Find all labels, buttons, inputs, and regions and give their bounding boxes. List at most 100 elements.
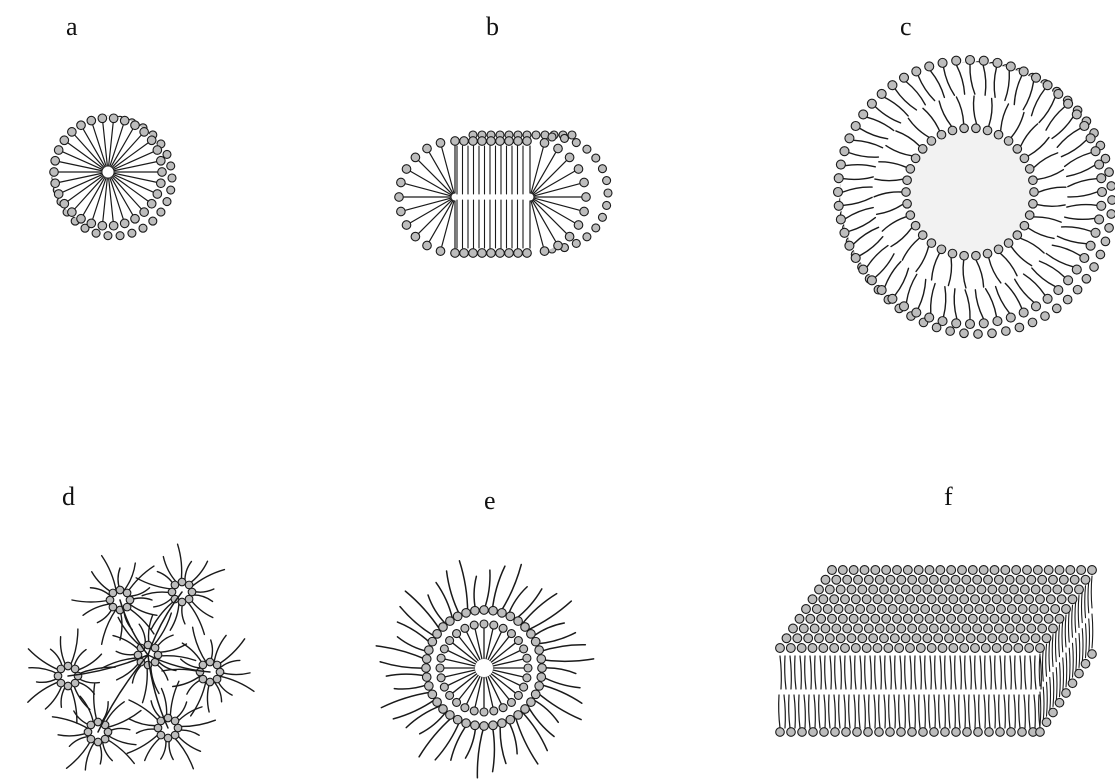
tail-line bbox=[1024, 695, 1025, 728]
headgroup-icon bbox=[1088, 566, 1097, 575]
headgroup-icon bbox=[990, 566, 999, 575]
headgroup-icon bbox=[802, 605, 811, 614]
headgroup-icon bbox=[966, 320, 975, 329]
headgroup-icon bbox=[830, 595, 839, 604]
headgroup-icon bbox=[1091, 147, 1100, 156]
headgroup-icon bbox=[1043, 294, 1052, 303]
headgroup-icon bbox=[789, 624, 798, 633]
headgroup-icon bbox=[984, 624, 993, 633]
tail-line bbox=[1020, 656, 1021, 689]
headgroup-icon bbox=[927, 644, 936, 653]
tail-line bbox=[185, 561, 192, 582]
headgroup-icon bbox=[51, 156, 60, 165]
headgroup-icon bbox=[1003, 595, 1012, 604]
headgroup-icon bbox=[854, 575, 863, 584]
tail-line bbox=[381, 692, 431, 708]
tail-line bbox=[814, 695, 815, 728]
headgroup-icon bbox=[84, 728, 92, 736]
headgroup-icon bbox=[934, 585, 943, 594]
headgroup-icon bbox=[439, 705, 448, 714]
headgroup-icon bbox=[815, 585, 824, 594]
headgroup-icon bbox=[440, 645, 448, 653]
headgroup-icon bbox=[869, 585, 878, 594]
tail-line bbox=[794, 695, 795, 728]
headgroup-icon bbox=[505, 137, 514, 146]
tail-line bbox=[784, 695, 785, 728]
headgroup-icon bbox=[906, 595, 915, 604]
headgroup-icon bbox=[535, 646, 544, 655]
headgroup-icon bbox=[963, 728, 972, 737]
headgroup-icon bbox=[71, 665, 79, 673]
headgroup-icon bbox=[821, 624, 830, 633]
headgroup-icon bbox=[440, 683, 448, 691]
headgroup-icon bbox=[164, 734, 172, 742]
headgroup-icon bbox=[514, 249, 523, 258]
headgroup-icon bbox=[946, 327, 955, 336]
headgroup-icon bbox=[460, 137, 469, 146]
tail-line bbox=[1089, 619, 1090, 653]
tail-line bbox=[884, 695, 885, 728]
headgroup-icon bbox=[919, 728, 928, 737]
tail-line bbox=[830, 656, 831, 689]
headgroup-icon bbox=[1055, 614, 1064, 623]
tail-line bbox=[949, 695, 950, 728]
headgroup-icon bbox=[912, 585, 921, 594]
tail-line bbox=[1046, 644, 1047, 676]
headgroup-icon bbox=[952, 319, 961, 328]
headgroup-icon bbox=[433, 698, 442, 707]
headgroup-icon bbox=[899, 605, 908, 614]
headgroup-icon bbox=[1007, 728, 1016, 737]
headgroup-icon bbox=[851, 644, 860, 653]
headgroup-icon bbox=[147, 199, 156, 208]
tail-line bbox=[899, 695, 900, 728]
tail-line bbox=[959, 695, 960, 728]
headgroup-icon bbox=[842, 728, 851, 737]
headgroup-icon bbox=[120, 219, 129, 228]
headgroup-icon bbox=[498, 719, 507, 728]
headgroup-icon bbox=[603, 201, 611, 209]
tail-line bbox=[83, 604, 111, 615]
headgroup-icon bbox=[906, 211, 915, 220]
headgroup-icon bbox=[524, 664, 532, 672]
headgroup-icon bbox=[806, 614, 815, 623]
headgroup-icon bbox=[422, 673, 431, 682]
headgroup-icon bbox=[1062, 605, 1071, 614]
tail-line bbox=[1069, 610, 1070, 642]
headgroup-icon bbox=[938, 58, 947, 67]
headgroup-icon bbox=[206, 658, 214, 666]
headgroup-icon bbox=[206, 678, 214, 686]
headgroup-icon bbox=[1095, 215, 1104, 224]
tail-line bbox=[1053, 673, 1054, 707]
headgroup-icon bbox=[1003, 644, 1012, 653]
headgroup-icon bbox=[993, 317, 1002, 326]
headgroup-icon bbox=[893, 614, 902, 623]
headgroup-icon bbox=[903, 614, 912, 623]
tail-line bbox=[859, 695, 860, 728]
headgroup-icon bbox=[157, 156, 166, 165]
headgroup-icon bbox=[77, 214, 86, 223]
headgroup-icon bbox=[1068, 679, 1077, 688]
headgroup-icon bbox=[895, 644, 904, 653]
headgroup-icon bbox=[940, 575, 949, 584]
headgroup-icon bbox=[948, 249, 957, 258]
headgroup-icon bbox=[123, 603, 131, 611]
tail-line bbox=[789, 695, 790, 728]
tail-line bbox=[1086, 624, 1087, 658]
headgroup-icon bbox=[916, 595, 925, 604]
headgroup-icon bbox=[123, 589, 131, 597]
headgroup-icon bbox=[858, 585, 867, 594]
headgroup-icon bbox=[68, 128, 77, 137]
headgroup-icon bbox=[87, 219, 96, 228]
headgroup-icon bbox=[986, 605, 995, 614]
headgroup-icon bbox=[87, 116, 96, 125]
headgroup-icon bbox=[1062, 689, 1071, 698]
tail-line bbox=[1049, 639, 1050, 671]
headgroup-icon bbox=[1051, 605, 1060, 614]
tail-line bbox=[540, 645, 586, 652]
headgroup-icon bbox=[936, 566, 945, 575]
tail-line bbox=[864, 695, 865, 728]
headgroup-icon bbox=[925, 62, 934, 71]
headgroup-icon bbox=[68, 208, 77, 217]
tail-line bbox=[124, 563, 135, 591]
tail-line bbox=[1047, 682, 1048, 716]
